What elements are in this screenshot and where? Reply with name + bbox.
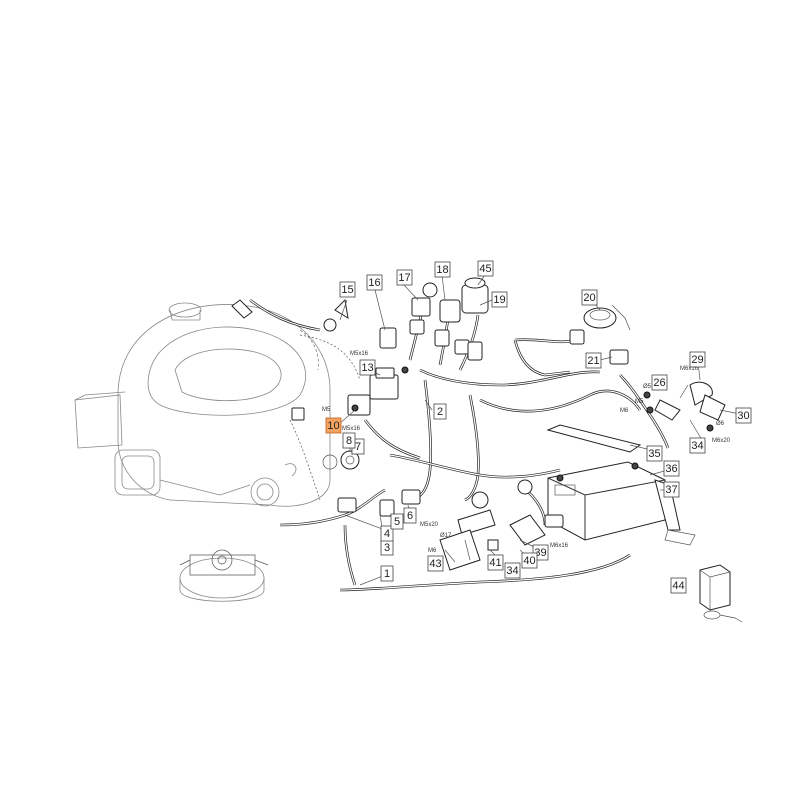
svg-text:41: 41 [489,557,501,569]
hw-label-h9: M5 [635,399,644,405]
hw-label-h11: M6x16 [680,366,699,372]
hw-label-h8: Ø5 [643,384,652,390]
svg-text:37: 37 [665,484,677,496]
callout-44: 44 [670,577,687,594]
hardware-labels: M5x16 M5 M5x16 M5x20 Ø17 M6 M6x16 Ø5 M5 … [322,351,731,554]
callout-43: 43 [427,555,444,572]
callout-29: 29 [689,351,706,368]
spark-plug-cap [231,298,349,332]
callout-30: 30 [735,407,752,424]
hw-label-h6: M6 [428,548,437,554]
callout-19: 19 [491,291,508,308]
callout-10: 10 [325,417,342,434]
pto-clutch [179,549,269,602]
callouts: 1 2 3 4 5 6 7 8 10 13 15 16 17 18 19 20 … [325,260,752,594]
svg-text:30: 30 [737,410,749,422]
callout-35: 35 [646,445,663,462]
hw-label-h4: M5x20 [420,522,439,528]
hw-label-h12: Ø6 [716,421,725,427]
svg-text:2: 2 [437,406,443,418]
svg-text:19: 19 [493,294,505,306]
battery-strap [546,424,696,546]
svg-text:44: 44 [672,580,684,592]
callout-45: 45 [477,260,494,277]
callout-2: 2 [433,403,447,420]
svg-text:43: 43 [429,558,441,570]
leader-lines [337,274,746,586]
svg-text:40: 40 [523,555,535,567]
hw-label-h1: M5x16 [350,351,369,357]
svg-text:13: 13 [361,362,373,374]
hw-label-h3: M5x16 [342,426,361,432]
callout-3: 3 [380,539,394,556]
callout-4: 4 [380,525,394,542]
callout-36: 36 [663,460,680,477]
svg-text:39: 39 [534,547,546,559]
svg-text:20: 20 [583,292,595,304]
fuse-holder [699,564,743,623]
svg-text:16: 16 [368,277,380,289]
callout-6: 6 [403,507,417,524]
horn-and-parts-right [569,304,726,432]
hw-label-h7: M6x16 [550,543,569,549]
hw-label-h10: M6 [620,408,629,414]
svg-text:26: 26 [653,377,665,389]
svg-text:1: 1 [384,568,390,580]
engine-outline [74,302,331,507]
svg-text:34: 34 [691,440,703,452]
callout-13: 13 [359,359,376,376]
callout-40: 40 [521,552,538,569]
callout-34-right: 34 [689,437,706,454]
callout-16: 16 [366,274,383,291]
callout-1: 1 [380,565,394,582]
callout-21: 21 [585,352,602,369]
callout-20: 20 [581,289,598,306]
svg-text:45: 45 [479,263,491,275]
callout-34-lower: 34 [504,562,521,579]
callout-5: 5 [390,513,404,530]
svg-text:8: 8 [346,435,352,447]
svg-text:34: 34 [506,565,518,577]
callout-18: 18 [434,261,451,278]
svg-text:17: 17 [398,272,410,284]
battery [547,461,666,541]
svg-text:7: 7 [355,441,361,453]
svg-text:15: 15 [341,284,353,296]
svg-text:35: 35 [648,448,660,460]
hw-label-h2: M5 [322,407,331,413]
svg-text:6: 6 [407,510,413,522]
svg-text:5: 5 [394,516,400,528]
svg-text:21: 21 [587,355,599,367]
svg-text:36: 36 [665,463,677,475]
svg-text:18: 18 [436,264,448,276]
svg-text:10: 10 [327,420,339,432]
callout-41: 41 [487,554,504,571]
connectors-top [379,277,489,361]
callout-15: 15 [339,281,356,298]
svg-text:3: 3 [384,542,390,554]
callout-8: 8 [342,432,356,449]
relay-block [347,366,409,416]
callout-26: 26 [651,374,668,391]
hw-label-h13: M6x20 [712,438,731,444]
hw-label-h5: Ø17 [440,533,452,539]
callout-37: 37 [663,481,680,498]
callout-17: 17 [396,269,413,286]
svg-text:4: 4 [384,528,390,540]
svg-text:29: 29 [691,354,703,366]
